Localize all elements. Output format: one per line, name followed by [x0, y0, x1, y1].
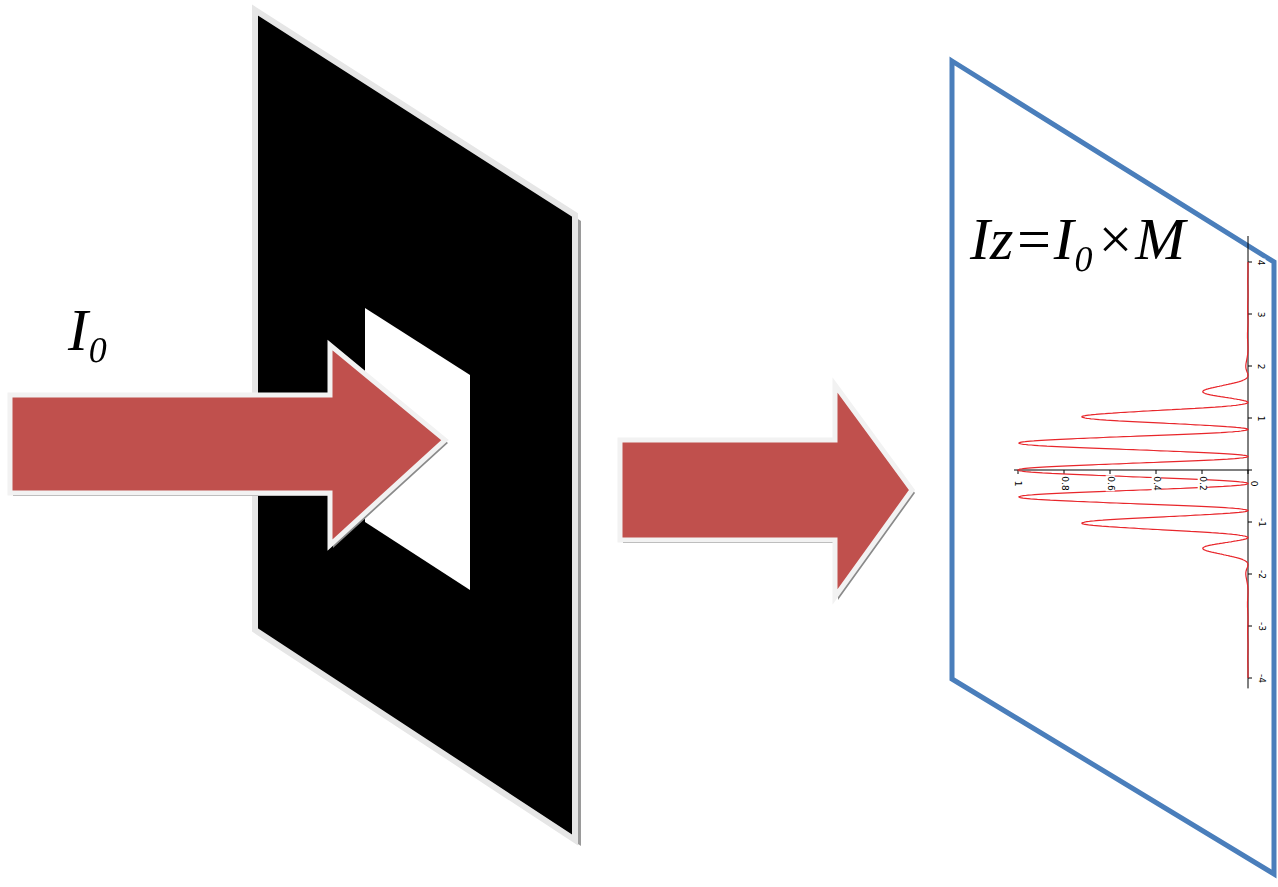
axis-tick-label: -4 — [1256, 673, 1265, 684]
axis-tick — [1248, 366, 1252, 367]
axis-tick-label: 0.8 — [1060, 475, 1069, 491]
axis-tick — [1248, 418, 1252, 419]
axis-tick — [1248, 470, 1252, 471]
axis-tick — [1248, 470, 1249, 474]
axis-tick-label: 0.4 — [1152, 475, 1161, 491]
incident-intensity: I₀ — [68, 296, 109, 365]
axis-tick-label: -2 — [1256, 569, 1265, 580]
screen-border — [952, 61, 1274, 874]
incident-beam-arrow — [10, 345, 445, 545]
axis-tick-label: 1 — [1013, 479, 1022, 487]
axis-tick — [1248, 574, 1252, 575]
axis-tick-label: 4 — [1256, 258, 1265, 266]
axis-tick-label: 1 — [1256, 414, 1265, 422]
screen-outline — [948, 55, 1278, 883]
axis-tick-label: 2 — [1256, 362, 1265, 370]
axis-tick-label: -3 — [1256, 621, 1265, 632]
axis-tick — [1248, 314, 1252, 315]
intensity-formula: Iz=I₀×M — [970, 205, 1185, 274]
axis-tick — [1156, 470, 1157, 474]
axis-tick-label: 0.6 — [1106, 475, 1115, 491]
axis-tick — [1248, 626, 1252, 627]
intensity-curve — [1018, 262, 1248, 678]
axis-tick-label: -1 — [1256, 517, 1265, 528]
axis-tick — [1110, 470, 1111, 474]
axis-tick-label: 3 — [1256, 310, 1265, 318]
axis-tick-label: 0.2 — [1198, 475, 1207, 491]
axis-tick — [1248, 522, 1252, 523]
observation-screen: Iz=I₀×M — [948, 55, 1278, 883]
axis-tick — [1202, 470, 1203, 474]
plot-axis — [1014, 470, 1248, 471]
axis-tick-label: 0 — [1249, 479, 1258, 487]
diffracted-beam-arrow — [620, 385, 912, 597]
